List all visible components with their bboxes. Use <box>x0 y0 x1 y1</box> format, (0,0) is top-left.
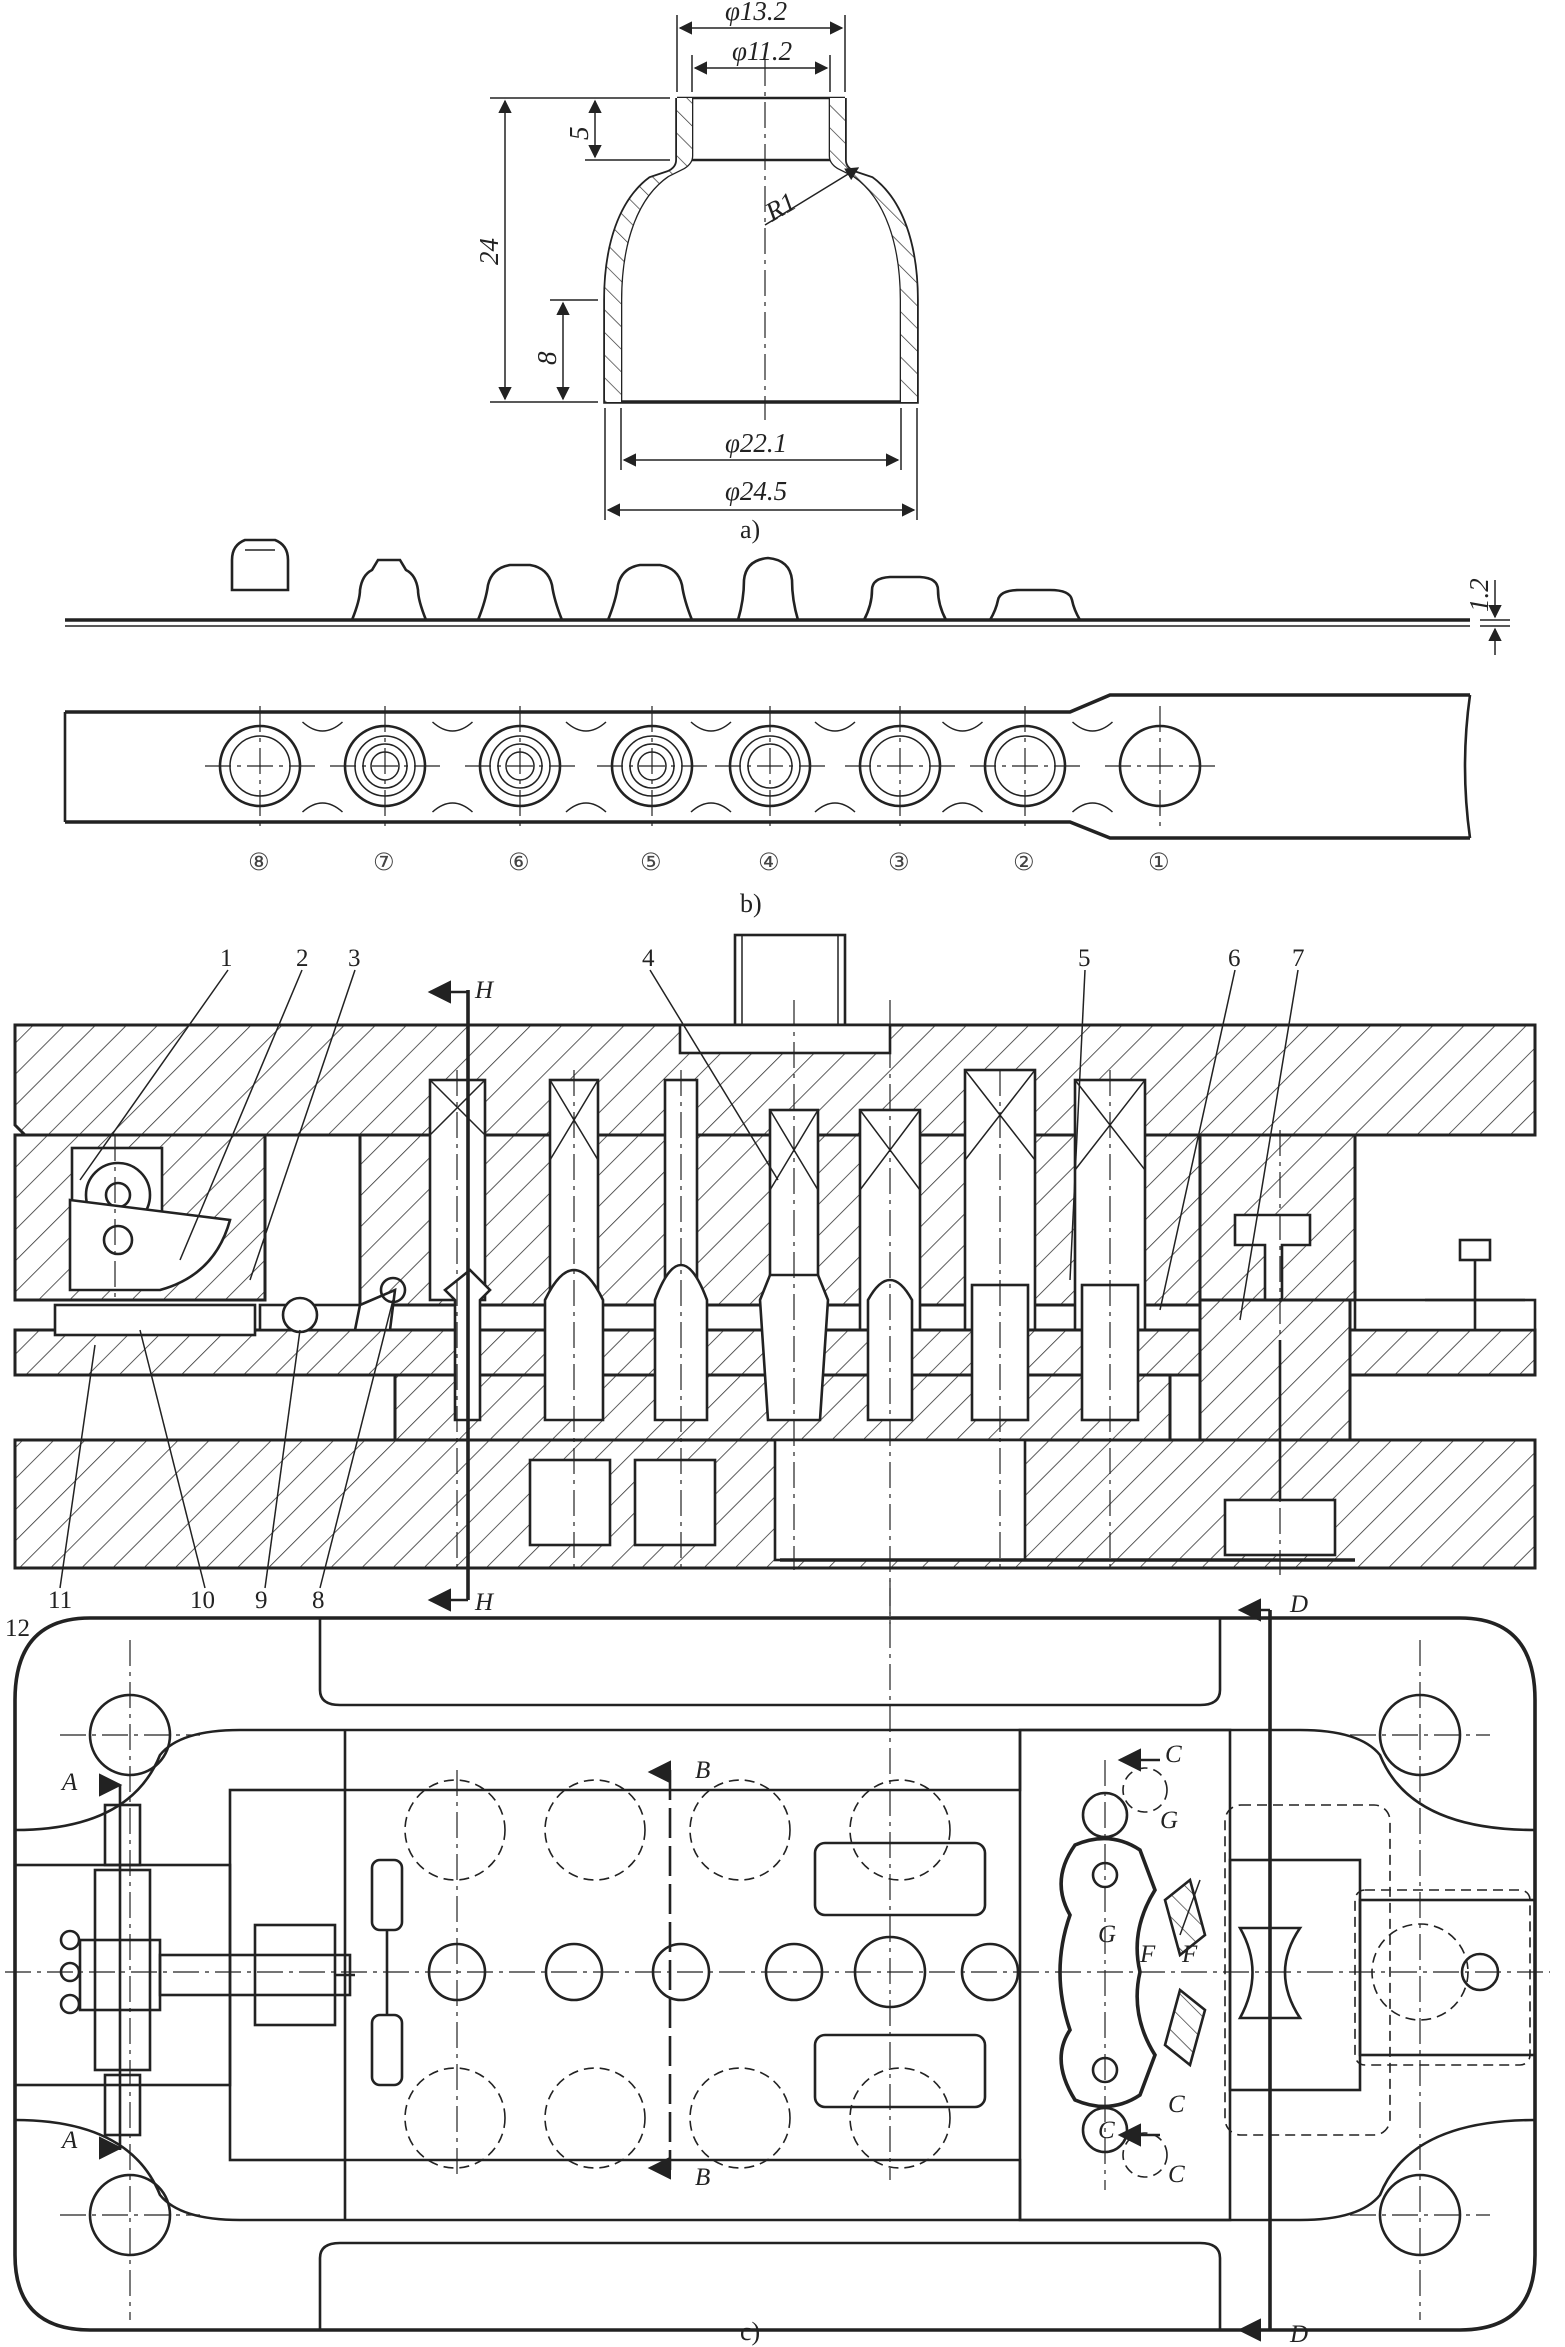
caption-a: a) <box>740 515 760 544</box>
section-f-1: F <box>1139 1941 1156 1968</box>
dim-bottom-straight: 8 <box>532 351 562 365</box>
part-a-cup: φ13.2 φ11.2 24 5 8 R1 φ22.1 φ24.5 a) <box>474 0 919 544</box>
station-2: ② <box>970 706 1080 876</box>
caption-c: c) <box>740 2317 760 2346</box>
section-h-top: H <box>474 977 495 1004</box>
section-letters-plan: D D B B A A C C C C G G F F <box>60 1591 1308 2347</box>
station-label: ③ <box>888 848 910 876</box>
station-label: ① <box>1148 848 1170 876</box>
dim-top-inner: φ11.2 <box>732 36 792 66</box>
dim-neck-height: 5 <box>564 127 594 141</box>
carrier-web <box>301 802 344 813</box>
section-b-top: B <box>695 1757 710 1784</box>
callout-5: 5 <box>1078 945 1091 972</box>
section-f-2: F <box>1181 1941 1198 1968</box>
callout-3: 3 <box>348 945 361 972</box>
dim-total-height: 24 <box>474 238 504 265</box>
section-d-top: D <box>1289 1591 1308 1618</box>
carrier-web <box>690 721 732 732</box>
station-label: ④ <box>758 848 780 876</box>
section-c-2: C <box>1098 2117 1115 2144</box>
callout-12: 12 <box>5 1615 30 1642</box>
callout-2: 2 <box>296 945 309 972</box>
dim-bottom-outer: φ24.5 <box>725 476 787 506</box>
dim-top-outer: φ13.2 <box>725 0 787 26</box>
section-d-bottom: D <box>1289 2321 1308 2347</box>
carrier-web <box>431 721 474 732</box>
station-label: ⑤ <box>640 848 662 876</box>
station-6: ⑥ <box>465 706 575 876</box>
station-7: ⑦ <box>330 706 440 876</box>
section-g-2: G <box>1098 1921 1116 1948</box>
caption-b: b) <box>740 889 762 918</box>
station-label: ⑦ <box>373 848 395 876</box>
station-markers: ⑧ ⑦ ⑥ ⑤ ④ ③ ② ① <box>205 706 1215 876</box>
carrier-web <box>690 802 732 813</box>
carrier-web <box>565 721 607 732</box>
carrier-web <box>1071 721 1114 732</box>
callout-9: 9 <box>255 1587 268 1614</box>
dim-bottom-inner: φ22.1 <box>725 428 787 458</box>
callouts-section: 1 2 3 4 5 6 7 8 9 10 11 12 <box>5 945 1305 1642</box>
part-c-plan-view <box>5 1580 1550 2342</box>
section-c-3: C <box>1168 2091 1185 2118</box>
callout-10: 10 <box>190 1587 215 1614</box>
station-4: ④ <box>715 706 825 876</box>
callout-4: 4 <box>642 945 655 972</box>
section-a-top: A <box>60 1769 78 1796</box>
section-b-bottom: B <box>695 2164 710 2191</box>
callout-6: 6 <box>1228 945 1241 972</box>
carrier-web <box>814 721 856 732</box>
carrier-web <box>941 802 984 813</box>
section-g-1: G <box>1160 1807 1178 1834</box>
carrier-web <box>565 802 607 813</box>
dim-thickness: 1.2 <box>1464 578 1494 612</box>
station-label: ⑥ <box>508 848 530 876</box>
section-c-1: C <box>1165 1741 1182 1768</box>
callout-7: 7 <box>1292 945 1305 972</box>
station-label: ⑧ <box>248 848 270 876</box>
station-8: ⑧ <box>205 706 315 876</box>
station-3: ③ <box>845 706 955 876</box>
carrier-web <box>941 721 984 732</box>
callout-11: 11 <box>48 1587 72 1614</box>
section-c-4: C <box>1168 2161 1185 2188</box>
carrier-web <box>431 802 474 813</box>
carrier-web <box>814 802 856 813</box>
station-label: ② <box>1013 848 1035 876</box>
part-c-die-section: H H <box>13 933 1537 1630</box>
carrier-web <box>1071 802 1114 813</box>
section-a-bottom: A <box>60 2127 78 2154</box>
station-5: ⑤ <box>597 706 707 876</box>
part-b-strip-layout: 1.2 <box>63 538 1510 840</box>
section-h-bottom: H <box>474 1589 495 1616</box>
carrier-web <box>301 721 344 732</box>
callout-8: 8 <box>312 1587 325 1614</box>
station-1: ① <box>1105 706 1215 876</box>
callout-1: 1 <box>220 945 233 972</box>
